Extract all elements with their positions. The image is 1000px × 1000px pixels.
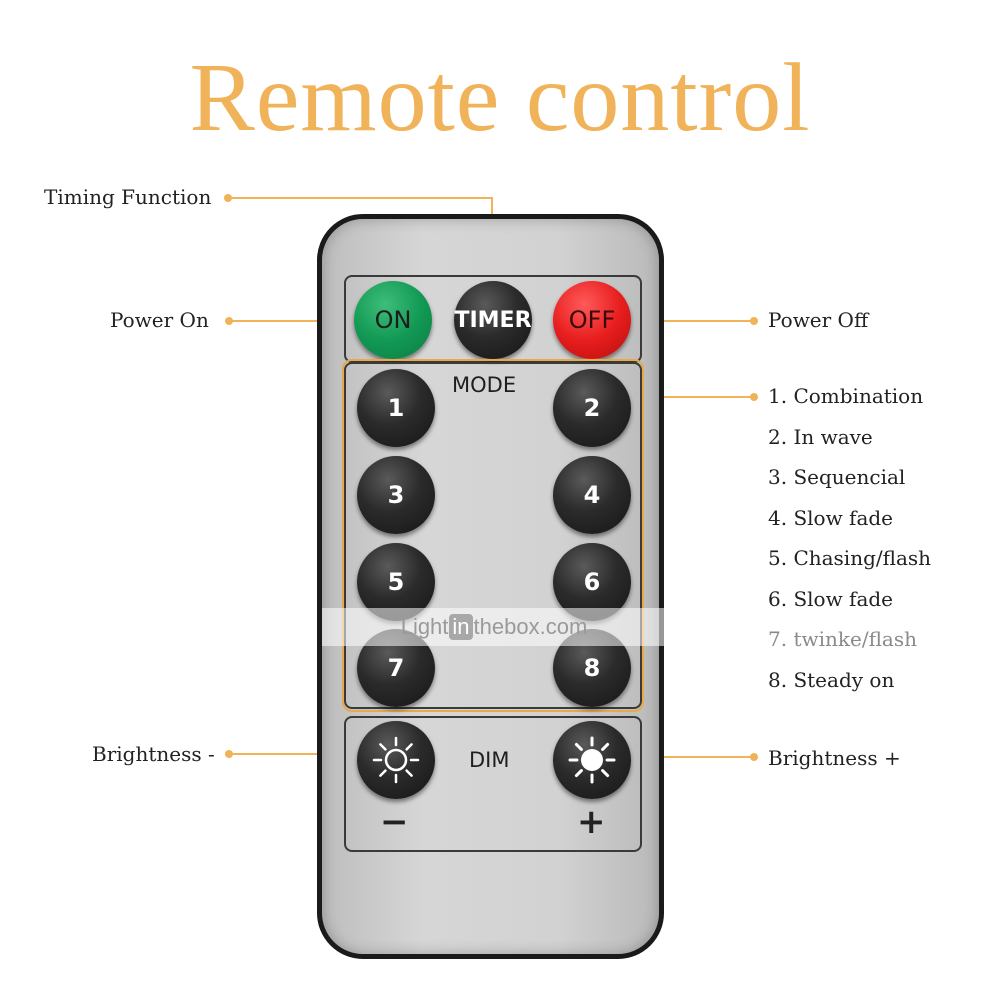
callout-brightness-minus: Brightness - — [92, 742, 215, 766]
mode-description-2: 2. In wave — [768, 424, 873, 449]
mode-description-list: 1. Combination 2. In wave 3. Sequencial … — [768, 382, 931, 706]
callout-timing-function: Timing Function — [44, 185, 212, 209]
mode-description-3: 3. Sequencial — [768, 465, 906, 489]
dim-label: DIM — [469, 748, 510, 772]
brightness-down-button[interactable] — [357, 721, 435, 799]
minus-symbol: − — [380, 802, 409, 842]
remote-body: ON TIMER OFF MODE 1 2 3 4 5 6 7 8 DIM — [317, 214, 664, 959]
mode-2-button[interactable]: 2 — [553, 369, 631, 447]
callout-brightness-plus: Brightness + — [768, 746, 901, 770]
mode-4-button[interactable]: 4 — [553, 456, 631, 534]
page-title: Remote control — [189, 44, 811, 152]
sun-outline-icon — [372, 736, 420, 784]
mode-description-8: 8. Steady on — [768, 667, 895, 692]
mode-description-1: 1. Combination — [768, 384, 924, 408]
mode-1-button[interactable]: 1 — [357, 369, 435, 447]
mode-panel — [344, 362, 642, 709]
plus-symbol: + — [577, 802, 606, 842]
on-button[interactable]: ON — [354, 281, 432, 359]
mode-highlight-frame — [342, 359, 644, 712]
watermark-prefix: Light — [400, 614, 449, 639]
timer-button[interactable]: TIMER — [454, 281, 532, 359]
callout-power-off: Power Off — [768, 308, 869, 332]
watermark-in-badge: in — [449, 614, 473, 640]
mode-description-5: 5. Chasing/flash — [768, 546, 932, 570]
mode-description-6: 6. Slow fade — [768, 586, 894, 611]
mode-label: MODE — [452, 373, 517, 397]
mode-3-button[interactable]: 3 — [357, 456, 435, 534]
callout-power-on: Power On — [110, 308, 209, 332]
watermark-suffix: thebox.com — [473, 614, 588, 639]
mode-description-7: 7. twinke/flash — [768, 627, 917, 651]
sun-filled-icon — [568, 736, 616, 784]
mode-description-4: 4. Slow fade — [768, 505, 894, 530]
dim-panel — [344, 716, 642, 852]
off-button[interactable]: OFF — [553, 281, 631, 359]
brightness-up-button[interactable] — [553, 721, 631, 799]
